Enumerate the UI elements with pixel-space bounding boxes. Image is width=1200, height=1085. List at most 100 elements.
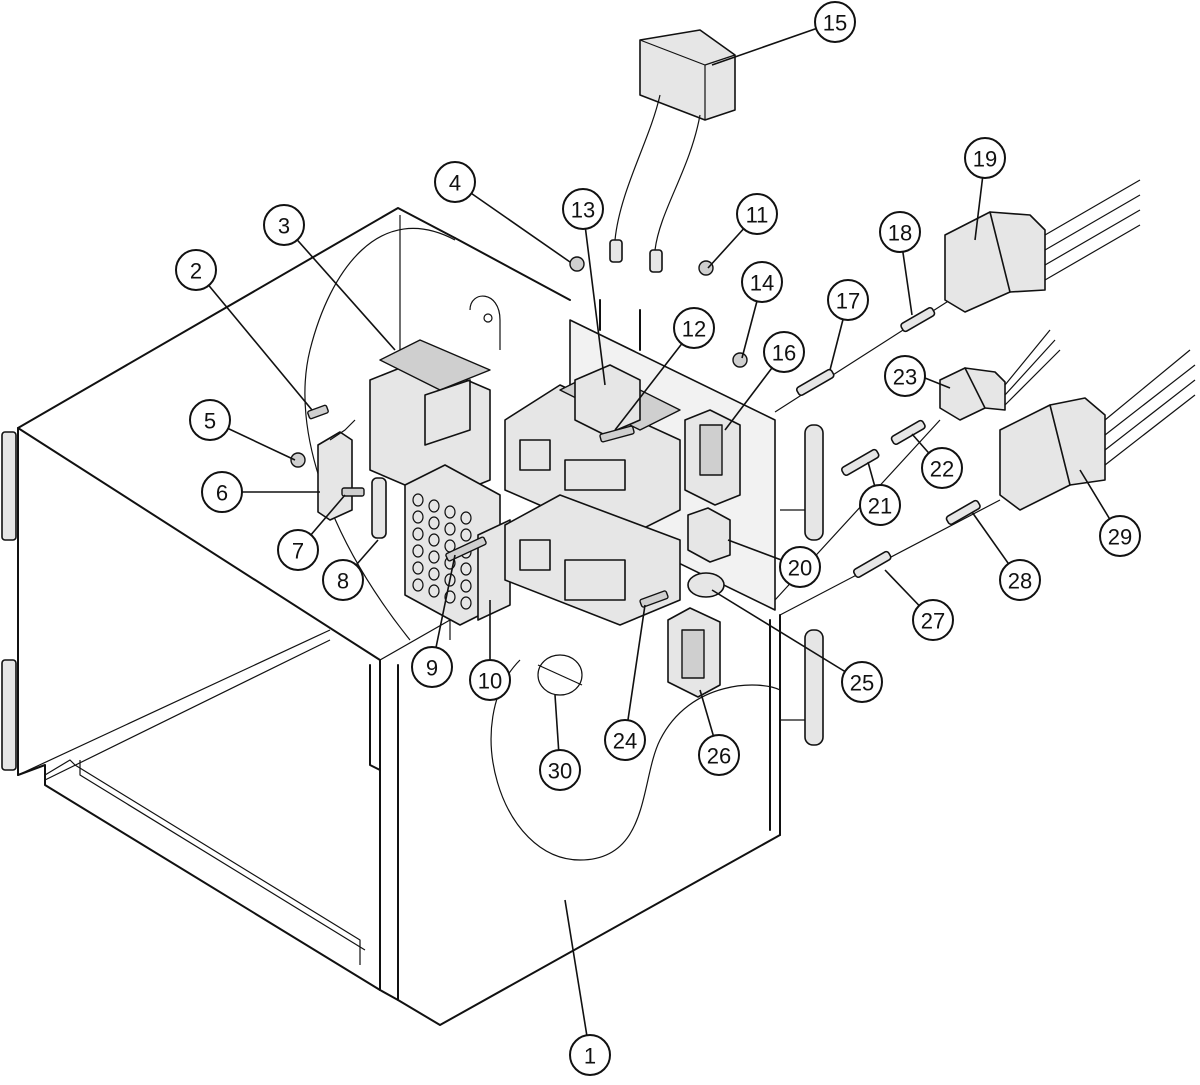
heatsink-hole [460,511,472,525]
callout-number: 14 [750,271,774,296]
callout-circle [827,279,869,321]
callout-9: 9 [411,646,453,688]
screw-part-7 [341,487,365,497]
callout-circle [999,559,1041,601]
callout-circle [263,204,305,246]
callout-circle [189,399,231,441]
callout-number: 8 [337,569,349,594]
terminal-part-21 [840,448,880,477]
nut-part-14 [732,352,748,368]
screw-part-2 [307,404,329,420]
switch-part-26 [667,607,721,698]
callout-number: 24 [613,729,637,754]
callout-number: 13 [571,198,595,223]
callout-number: 17 [836,289,860,314]
callout-number: 30 [548,759,572,784]
callout-circle [779,546,821,588]
callout-circle [277,529,319,571]
callout-12: 12 [673,307,715,349]
plate-part-10 [477,519,511,621]
callout-number: 22 [930,457,954,482]
connector-part-29 [999,349,1196,511]
callout-number: 19 [973,147,997,172]
callout-circle [736,193,778,235]
callout-labels: 1234567891011121314151617181920212223242… [175,1,1141,1076]
callout-circle [469,659,511,701]
callout-29: 29 [1099,515,1141,557]
heatsink-hole [460,579,472,593]
callout-number: 9 [426,656,438,681]
relay-part-15 [609,29,736,273]
callout-4: 4 [434,161,476,203]
callout-30: 30 [539,749,581,791]
callout-circle [175,249,217,291]
callout-number: 5 [204,409,216,434]
screw-part-24 [639,590,669,608]
transformer [369,295,501,501]
callout-6: 6 [201,471,243,513]
callout-circle [673,307,715,349]
callout-24: 24 [604,719,646,761]
callout-number: 12 [682,317,706,342]
callout-number: 20 [788,556,812,581]
callout-circle [698,734,740,776]
callout-number: 4 [449,171,461,196]
callout-11: 11 [736,193,778,235]
callout-number: 2 [190,259,202,284]
housing-enclosure [1,207,781,1026]
callout-19: 19 [964,137,1006,179]
callout-22: 22 [921,447,963,489]
callout-1: 1 [569,1034,611,1076]
callout-13: 13 [562,188,604,230]
heatsink-hole [412,561,424,575]
callout-circle [562,188,604,230]
callout-circle [604,719,646,761]
standoff-posts [780,424,824,746]
nut-part-11 [698,260,714,276]
callout-2: 2 [175,249,217,291]
heatsink-hole [412,510,424,524]
heatsink-hole [444,522,456,536]
callout-circle [741,261,783,303]
connector-part-19 [944,179,1141,313]
heatsink-hole [460,596,472,610]
heatsink-hole [428,516,440,530]
washer-part-5 [290,452,306,468]
callout-20: 20 [779,546,821,588]
callout-number: 23 [893,365,917,390]
terminal-part-22 [890,419,926,446]
callout-14: 14 [741,261,783,303]
callout-number: 6 [216,481,228,506]
callout-10: 10 [469,659,511,701]
callout-circle [201,471,243,513]
switch-part-16 [684,409,741,506]
callout-8: 8 [322,559,364,601]
heatsink-hole [428,499,440,513]
heatsink-hole [444,505,456,519]
callout-number: 7 [292,539,304,564]
callout-18: 18 [879,211,921,253]
callout-number: 29 [1108,525,1132,550]
callout-circle [322,559,364,601]
callout-28: 28 [999,559,1041,601]
callout-circle [569,1034,611,1076]
heatsink-hole [412,493,424,507]
callout-circle [921,447,963,489]
connector-part-20 [687,507,731,563]
callout-17: 17 [827,279,869,321]
callout-23: 23 [884,355,926,397]
callout-number: 15 [823,11,847,36]
heatsink-hole [412,578,424,592]
screw-part-12 [599,425,635,443]
callout-circle [539,749,581,791]
heatsink-hole [444,590,456,604]
heatsink-hole [412,527,424,541]
callout-circle [859,484,901,526]
callout-21: 21 [859,484,901,526]
callout-number: 27 [921,609,945,634]
heatsink-hole [428,550,440,564]
callout-7: 7 [277,529,319,571]
callout-circle [884,355,926,397]
contactor-lower [504,494,681,626]
